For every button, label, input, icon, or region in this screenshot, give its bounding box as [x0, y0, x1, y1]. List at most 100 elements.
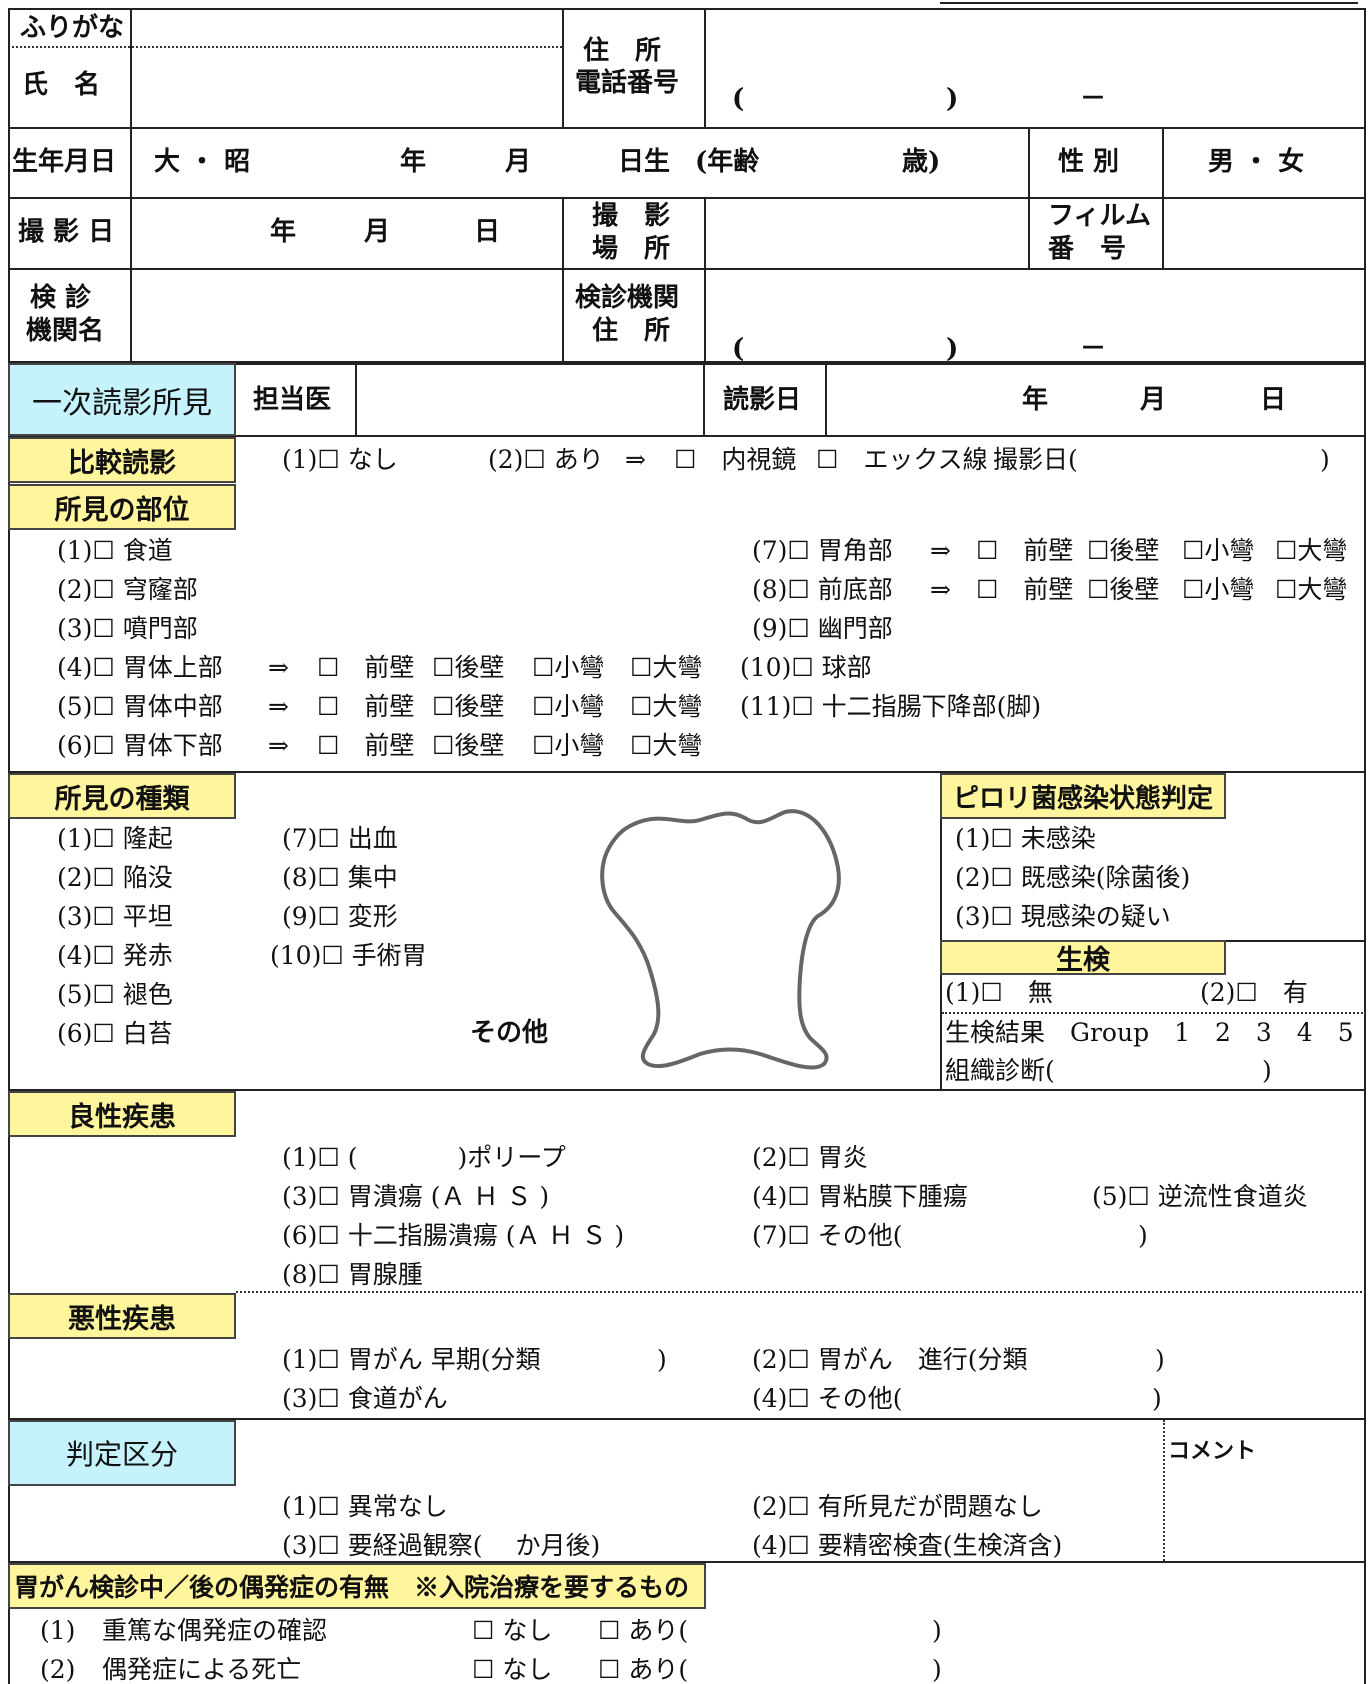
biopsy-yes[interactable]: (2)☐ 有 — [1200, 978, 1308, 1007]
wall-posterior[interactable]: ☐後壁 — [1087, 536, 1160, 565]
finding-item[interactable]: (5)☐ 褪色 — [57, 980, 173, 1009]
first-reading-title: 一次読影所見 — [8, 363, 236, 436]
wall-greater[interactable]: ☐大彎 — [630, 692, 703, 721]
wall-lesser[interactable]: ☐小彎 — [532, 731, 605, 760]
institution-address-label-2: 住 所 — [592, 316, 671, 346]
address-input[interactable] — [708, 12, 1360, 124]
benign-item[interactable]: (3)☐ 胃潰瘍 (Ａ Ｈ Ｓ ) — [282, 1182, 550, 1211]
film-number-input[interactable] — [1166, 201, 1360, 265]
complication-yes-checkbox[interactable]: ☐ あり( — [598, 1616, 689, 1645]
location-item[interactable]: (6)☐ 胃体下部 — [57, 731, 223, 760]
comparison-xray[interactable]: ☐ エックス線 — [816, 445, 988, 474]
comparison-none[interactable]: (1)☐ なし — [282, 445, 398, 474]
finding-item[interactable]: (4)☐ 発赤 — [57, 941, 173, 970]
phone-paren-open: ( — [732, 84, 745, 114]
stomach-diagram[interactable] — [570, 808, 860, 1078]
benign-item[interactable]: (6)☐ 十二指腸潰瘍 (Ａ Ｈ Ｓ ) — [282, 1221, 625, 1250]
wall-anterior[interactable]: ☐ 前壁 — [317, 653, 415, 682]
wall-posterior[interactable]: ☐後壁 — [1087, 575, 1160, 604]
stomach-outline — [600, 809, 841, 1070]
comment-input[interactable] — [1168, 1470, 1362, 1558]
biopsy-result[interactable]: 生検結果 Group 1 2 3 4 5 — [945, 1018, 1354, 1047]
malignant-item[interactable]: (4)☐ その他( — [752, 1384, 903, 1413]
malignant-item[interactable]: (1)☐ 胃がん 早期(分類 — [282, 1345, 541, 1374]
wall-anterior[interactable]: ☐ 前壁 — [976, 575, 1074, 604]
institution-name-input[interactable] — [134, 272, 560, 358]
complication-yes-checkbox[interactable]: ☐ あり( — [598, 1655, 689, 1684]
finding-item[interactable]: (7)☐ 出血 — [282, 824, 398, 853]
finding-item[interactable]: (8)☐ 集中 — [282, 863, 398, 892]
reading-day-label: 日 — [1260, 385, 1287, 415]
sex-label: 性 別 — [1058, 147, 1120, 177]
inst-paren-close: ) — [946, 334, 959, 364]
judgment-item[interactable]: (1)☐ 異常なし — [282, 1492, 448, 1521]
wall-anterior[interactable]: ☐ 前壁 — [317, 731, 415, 760]
benign-item[interactable]: (4)☐ 胃粘膜下腫瘍 — [752, 1182, 968, 1211]
complication-none-checkbox[interactable]: ☐ なし — [472, 1655, 553, 1684]
wall-greater[interactable]: ☐大彎 — [630, 653, 703, 682]
birth-label: 生年月日 — [12, 147, 117, 177]
era-options[interactable]: 大 ・ 昭 — [154, 147, 251, 177]
location-item[interactable]: (1)☐ 食道 — [57, 536, 173, 565]
location-item[interactable]: (2)☐ 穹窿部 — [57, 575, 198, 604]
finding-item[interactable]: (1)☐ 隆起 — [57, 824, 173, 853]
judgment-item[interactable]: (2)☐ 有所見だが問題なし — [752, 1492, 1043, 1521]
biopsy-title: 生検 — [940, 940, 1226, 976]
pylori-item[interactable]: (1)☐ 未感染 — [955, 824, 1096, 853]
doctor-input[interactable] — [359, 367, 701, 433]
shoot-date-label: 撮 影 日 — [18, 217, 115, 247]
pylori-item[interactable]: (2)☐ 既感染(除菌後) — [955, 863, 1191, 892]
judgment-item[interactable]: (3)☐ 要経過観察( か月後) — [282, 1531, 601, 1560]
wall-lesser[interactable]: ☐小彎 — [1182, 575, 1255, 604]
wall-posterior[interactable]: ☐後壁 — [432, 731, 505, 760]
sex-options[interactable]: 男 ・ 女 — [1208, 147, 1305, 177]
finding-type-title: 所見の種類 — [8, 773, 236, 819]
judgment-item[interactable]: (4)☐ 要精密検査(生検済含) — [752, 1531, 1063, 1560]
comparison-endoscope[interactable]: ☐ 内視鏡 — [674, 445, 797, 474]
malignant-title: 悪性疾患 — [8, 1293, 236, 1339]
wall-lesser[interactable]: ☐小彎 — [532, 653, 605, 682]
benign-other-close: ) — [1138, 1221, 1148, 1250]
pylori-item[interactable]: (3)☐ 現感染の疑い — [955, 902, 1171, 931]
location-item[interactable]: (5)☐ 胃体中部 — [57, 692, 223, 721]
malignant-item[interactable]: (2)☐ 胃がん 進行(分類 — [752, 1345, 1028, 1374]
complication-close: ) — [932, 1655, 942, 1684]
wall-greater[interactable]: ☐大彎 — [1275, 575, 1348, 604]
benign-item[interactable]: (5)☐ 逆流性食道炎 — [1092, 1182, 1308, 1211]
benign-item[interactable]: (7)☐ その他( — [752, 1221, 903, 1250]
shoot-place-label: 撮 影 — [592, 201, 671, 231]
malignant-item[interactable]: (3)☐ 食道がん — [282, 1384, 448, 1413]
wall-lesser[interactable]: ☐小彎 — [532, 692, 605, 721]
benign-item[interactable]: (1)☐ ( )ポリープ — [282, 1143, 566, 1172]
location-item[interactable]: (10)☐ 球部 — [740, 653, 872, 682]
shoot-year-label: 年 — [270, 217, 297, 247]
inst-paren-open: ( — [732, 334, 745, 364]
comparison-yes[interactable]: (2)☐ あり — [488, 445, 604, 474]
benign-item[interactable]: (2)☐ 胃炎 — [752, 1143, 868, 1172]
wall-greater[interactable]: ☐大彎 — [630, 731, 703, 760]
wall-posterior[interactable]: ☐後壁 — [432, 692, 505, 721]
finding-item[interactable]: (10)☐ 手術胃 — [270, 941, 427, 970]
location-item[interactable]: (7)☐ 胃角部 — [752, 536, 893, 565]
location-item[interactable]: (4)☐ 胃体上部 — [57, 653, 223, 682]
wall-anterior[interactable]: ☐ 前壁 — [976, 536, 1074, 565]
malignant-close: ) — [1155, 1345, 1165, 1374]
wall-anterior[interactable]: ☐ 前壁 — [317, 692, 415, 721]
finding-item[interactable]: (6)☐ 白苔 — [57, 1019, 173, 1048]
location-item[interactable]: (3)☐ 噴門部 — [57, 614, 198, 643]
birth-month-label: 月 — [505, 147, 532, 177]
finding-item[interactable]: (3)☐ 平坦 — [57, 902, 173, 931]
finding-item[interactable]: (2)☐ 陥没 — [57, 863, 173, 892]
name-input[interactable] — [134, 50, 560, 125]
wall-greater[interactable]: ☐大彎 — [1275, 536, 1348, 565]
wall-lesser[interactable]: ☐小彎 — [1182, 536, 1255, 565]
location-item[interactable]: (8)☐ 前底部 — [752, 575, 893, 604]
age-suffix: 歳) — [902, 147, 941, 177]
location-item[interactable]: (9)☐ 幽門部 — [752, 614, 893, 643]
finding-item[interactable]: (9)☐ 変形 — [282, 902, 398, 931]
complication-none-checkbox[interactable]: ☐ なし — [472, 1616, 553, 1645]
location-item[interactable]: (11)☐ 十二指腸下降部(脚) — [740, 692, 1042, 721]
wall-posterior[interactable]: ☐後壁 — [432, 653, 505, 682]
benign-item[interactable]: (8)☐ 胃腺腫 — [282, 1260, 423, 1289]
biopsy-none[interactable]: (1)☐ 無 — [945, 978, 1053, 1007]
